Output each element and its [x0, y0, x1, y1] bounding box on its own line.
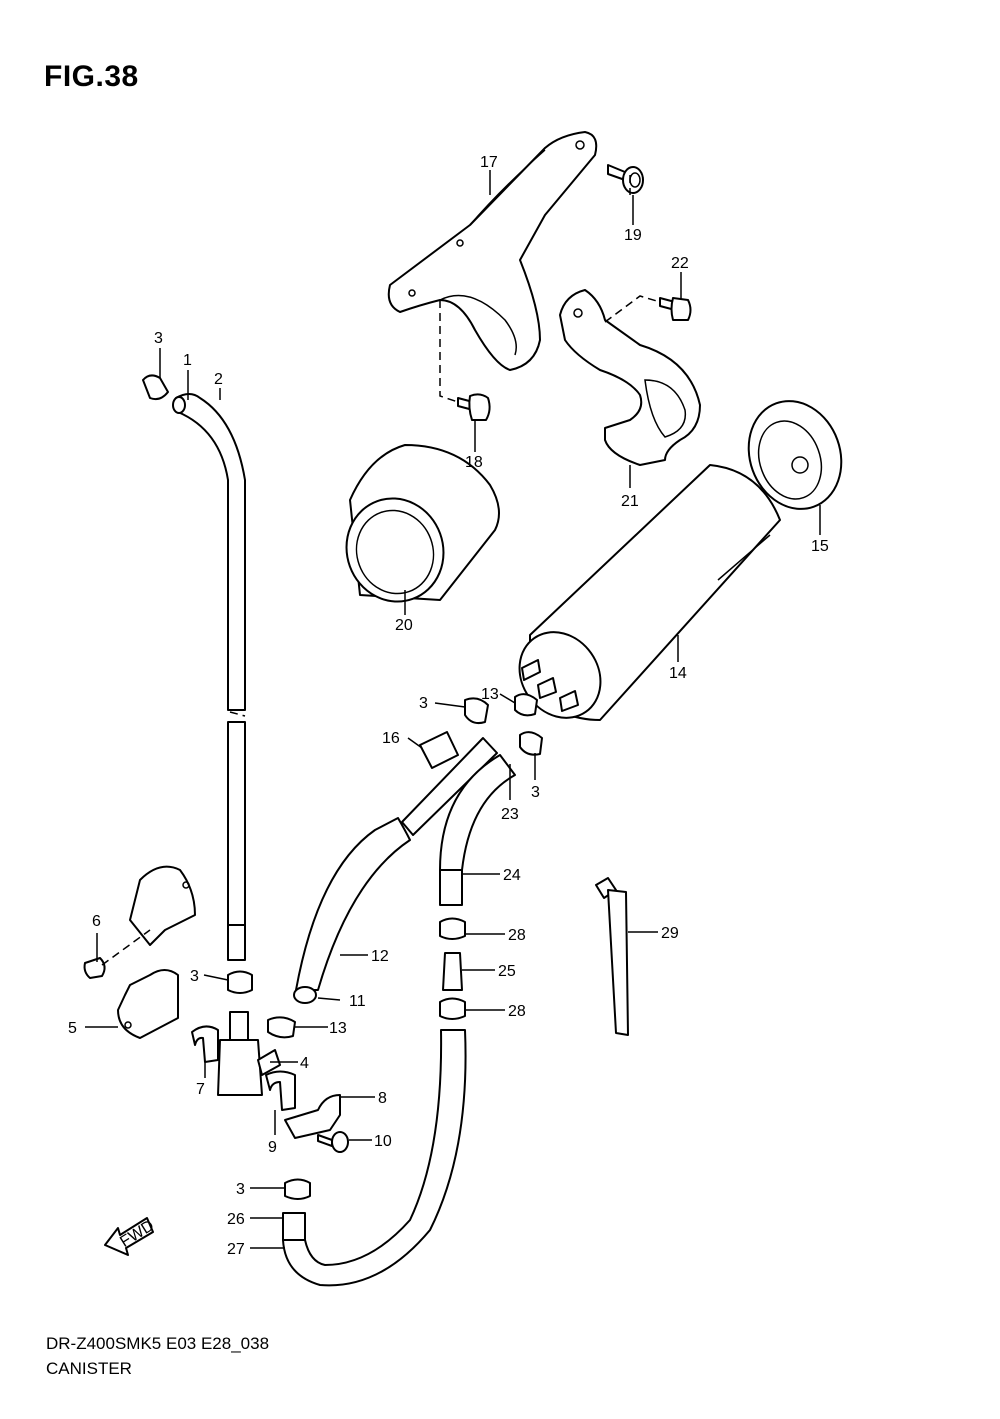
clamp-28-upper	[439, 917, 466, 940]
endcap-15	[747, 400, 843, 510]
bolt-19	[607, 164, 644, 194]
clamp-13-lower	[267, 1016, 296, 1039]
hose-27	[282, 1029, 467, 1287]
fwd-arrow-icon: FWD	[104, 1217, 157, 1256]
joint-25	[442, 952, 463, 991]
hose-2	[172, 393, 246, 961]
bolt-22	[659, 297, 692, 321]
callout-22: 22	[671, 255, 689, 272]
callout-24: 24	[503, 867, 521, 884]
callout-3-top: 3	[154, 330, 163, 347]
callout-3-bottom: 3	[236, 1181, 245, 1198]
callout-14: 14	[669, 665, 687, 682]
callout-13-upper: 13	[481, 686, 499, 703]
callout-2: 2	[214, 371, 223, 388]
callout-26: 26	[227, 1211, 245, 1228]
callout-4: 4	[300, 1055, 309, 1072]
callout-18: 18	[465, 454, 483, 471]
callout-25: 25	[498, 963, 516, 980]
bracket-5	[117, 865, 196, 1039]
clamp-3-top	[142, 374, 169, 401]
clamp-3-low	[227, 970, 253, 994]
cap-20	[345, 444, 500, 603]
callout-29: 29	[661, 925, 679, 942]
callout-28-upper: 28	[508, 927, 526, 944]
valve-4	[217, 1011, 281, 1096]
callout-20: 20	[395, 617, 413, 634]
clamp-3-mid-right	[519, 731, 543, 756]
callout-10: 10	[374, 1133, 392, 1150]
callout-28-lower: 28	[508, 1003, 526, 1020]
hose-break-line	[229, 711, 246, 717]
hose-24	[439, 754, 516, 906]
callout-6: 7	[196, 1081, 205, 1098]
footer-model-code: DR-Z400SMK5 E03 E28_038	[46, 1334, 270, 1353]
callout-3-mid-left: 3	[419, 695, 428, 712]
clamp-3-mid-left	[464, 697, 489, 725]
plug-16	[419, 731, 459, 769]
bolt-18	[457, 393, 491, 421]
callout-5: 5	[68, 1020, 77, 1037]
clip-6	[191, 1025, 219, 1063]
fwd-label: FWD	[117, 1217, 157, 1251]
callout-numbers: 3 1 2 17 19 22 18 21 15 20 14 3 13 16 3 …	[68, 154, 829, 1258]
callout-1: 1	[183, 352, 192, 369]
callout-27: 27	[227, 1241, 245, 1258]
callout-3-low: 3	[190, 968, 199, 985]
callout-13-lower: 13	[329, 1020, 347, 1037]
clamp-plate-8	[284, 1094, 341, 1139]
canister-14	[518, 464, 781, 721]
callout-15: 15	[811, 538, 829, 555]
clip-9	[265, 1070, 296, 1111]
tie-29	[595, 877, 629, 1036]
callout-23: 23	[501, 806, 519, 823]
screw-10	[317, 1131, 349, 1153]
callout-19: 19	[624, 227, 642, 244]
callout-11: 11	[349, 993, 366, 1010]
hose-12	[293, 737, 498, 1004]
assembly-line-22	[604, 295, 661, 323]
leader-lines	[85, 170, 821, 1249]
callout-12: 12	[371, 948, 389, 965]
callout-8: 8	[378, 1090, 387, 1107]
bracket-21	[559, 289, 701, 466]
clamp-3-bottom	[284, 1178, 311, 1200]
callout-9: 9	[268, 1139, 277, 1156]
assembly-line-7	[101, 929, 151, 966]
callout-21: 21	[621, 493, 639, 510]
footer-part-name: CANISTER	[46, 1359, 132, 1378]
clamp-13-upper	[514, 693, 538, 717]
callout-16: 16	[382, 730, 400, 747]
assembly-line-18	[439, 300, 459, 403]
callout-17: 17	[480, 154, 498, 171]
callout-3-mid-right: 3	[531, 784, 540, 801]
clamp-28-lower	[439, 997, 466, 1020]
bolt-7	[83, 957, 106, 979]
joint-26	[282, 1212, 306, 1241]
bracket-17	[387, 131, 598, 371]
figure-title: FIG.38	[44, 60, 139, 93]
callout-7: 6	[92, 913, 101, 930]
